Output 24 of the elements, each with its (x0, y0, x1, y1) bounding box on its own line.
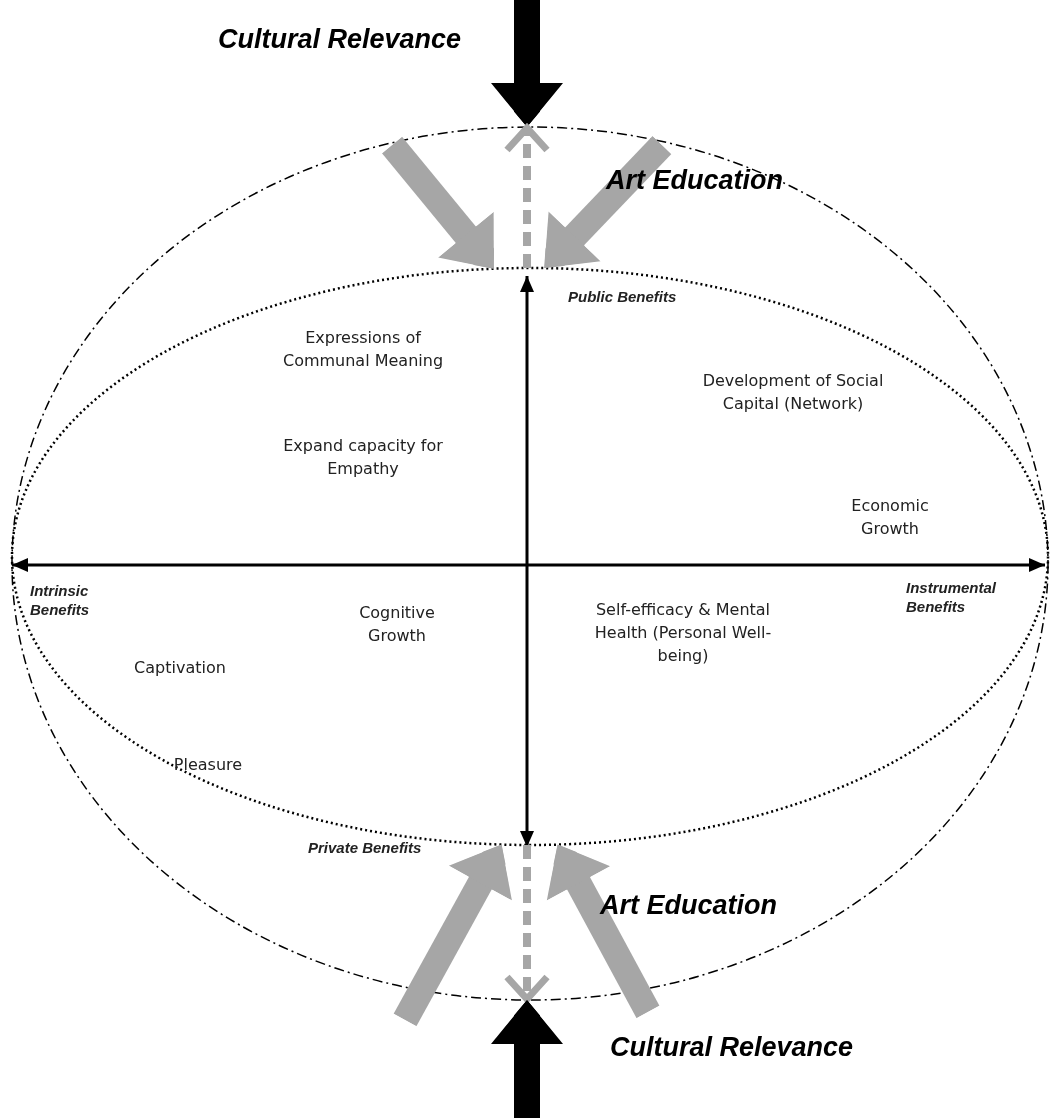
benefit-label: Captivation (133, 657, 227, 679)
benefit-label: Development of Social Capital (Network) (701, 370, 885, 415)
heading-label: Art Education (606, 164, 784, 197)
block-arrow (491, 0, 563, 127)
block-arrow (544, 136, 672, 269)
heading-label: Art Education (600, 889, 778, 922)
benefit-label: Self-efficacy & Mental Health (Personal Well-being) (593, 599, 773, 667)
block-arrow (546, 844, 660, 1019)
arrow (503, 845, 551, 1003)
benefit-label: Pleasure (172, 754, 244, 776)
benefit-label: Expressions of Communal Meaning (281, 327, 445, 372)
block-arrow (491, 1000, 563, 1118)
benefit-label: Economic Growth (850, 495, 930, 540)
axis-label: Public Benefits (568, 287, 678, 306)
block-arrow (381, 136, 495, 269)
ellipse-outline (12, 127, 1048, 1000)
block-arrow (393, 844, 513, 1027)
axis-label: Private Benefits (308, 838, 423, 857)
heading-label: Cultural Relevance (610, 1031, 855, 1064)
benefit-label: Cognitive Growth (358, 602, 436, 647)
axis-label: Instrumental Benefits (906, 578, 997, 616)
axis-label: Intrinsic Benefits (30, 581, 91, 619)
heading-label: Cultural Relevance (218, 23, 463, 56)
benefit-label: Expand capacity for Empathy (282, 435, 444, 480)
